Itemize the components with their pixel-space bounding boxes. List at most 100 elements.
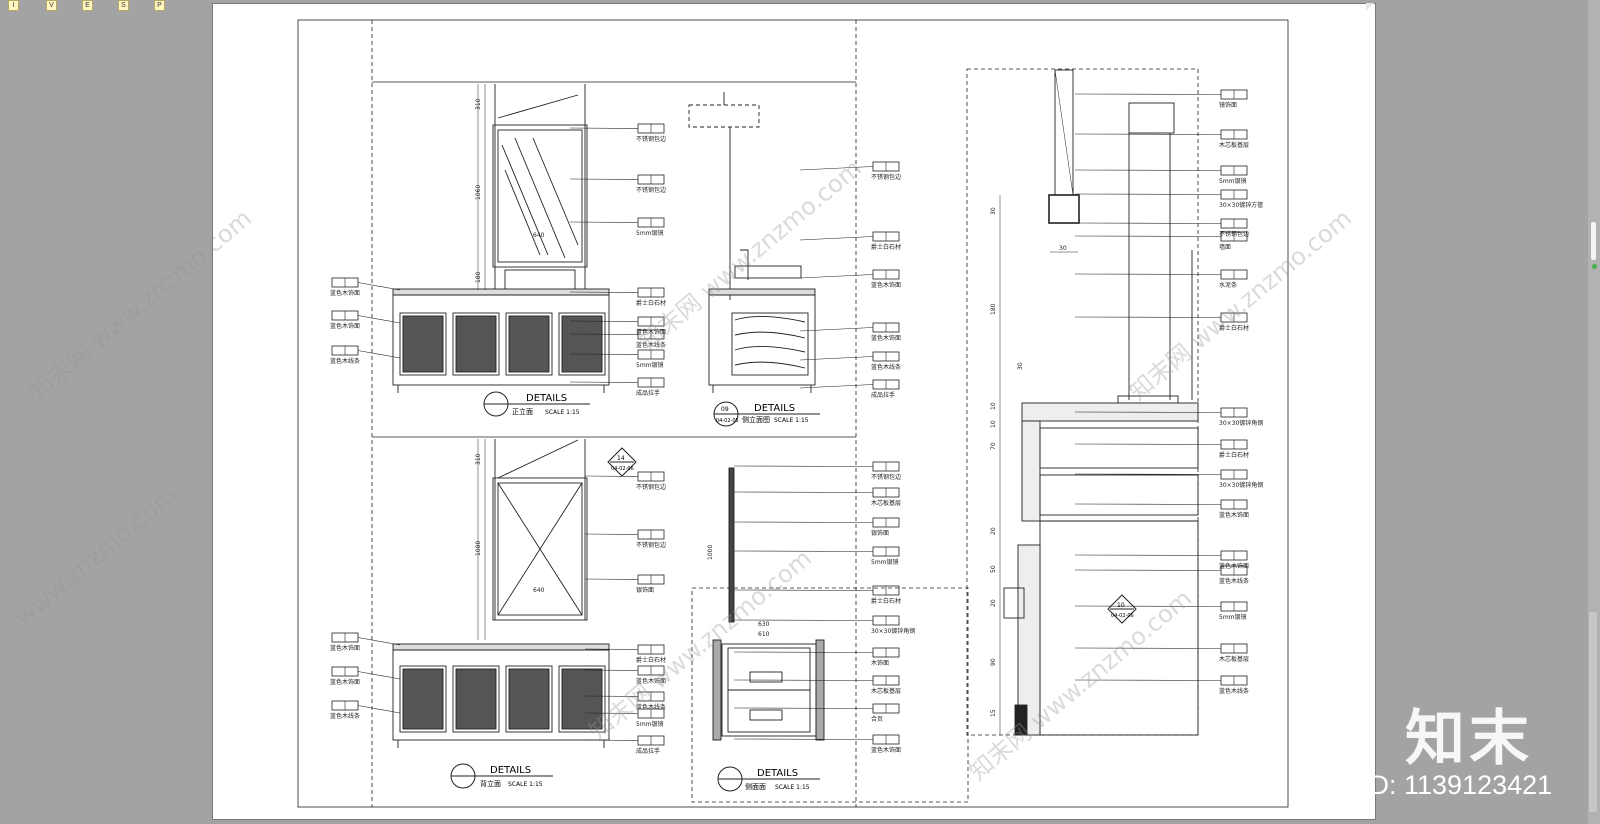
callout: 蓝色木饰面 [799,269,901,289]
toolbar-button-v[interactable]: V [46,0,57,11]
callout: 水泥条 [1074,269,1248,289]
callout-label: 蓝色木线条 [1219,687,1249,695]
callout-label: 蓝色木饰面 [330,322,360,330]
callout-label: 木芯板基层 [1219,141,1249,149]
svg-text:640: 640 [533,587,545,594]
callout: 5mm银镜 [1074,601,1248,621]
callout-label: 蓝色木饰面 [330,644,360,652]
scrollbar-thumb[interactable] [1591,222,1596,260]
svg-text:背立面: 背立面 [480,779,501,788]
callout: 5mm银镜 [584,708,665,728]
toolbar-button-i[interactable]: I [8,0,19,11]
callout-label: 不锈钢包边 [636,541,666,549]
svg-text:30: 30 [1059,245,1067,252]
callout: 蓝色木饰面 [733,734,901,754]
callout-label: 不锈钢包边 [636,186,666,194]
svg-text:30: 30 [1017,362,1024,370]
callout: 爵士白石材 [1074,312,1249,332]
callout-label: 成品拉手 [636,747,660,755]
callout-label: 蓝色木线条 [871,363,901,371]
section-mark-14: 14 04-02-06 [607,447,637,477]
svg-text:10: 10 [990,402,997,410]
callout-label: 30×30镀锌角钢 [1219,481,1263,489]
callout: 爵士白石材 [1074,439,1249,459]
callout: 蓝色木线条 [330,700,401,720]
callout-label: 爵士白石材 [636,656,666,664]
callout: 蓝色木线条 [584,691,666,711]
page-curl-corner [1366,3,1374,11]
callout-label: 蓝色木饰面 [871,281,901,289]
callout-label: 合页 [871,715,883,723]
callout: 蓝色木饰面 [799,322,901,342]
callout-label: 30×30镀锌角钢 [871,627,915,635]
callout: 不锈钢包边 [799,161,901,181]
svg-text:50: 50 [990,565,997,573]
callout-label: 蓝色木饰面 [330,289,360,297]
detail-title-front: DETAILS 正立面 SCALE 1:15 [483,391,590,417]
callout-label: 银饰面 [636,586,654,594]
callout-label: 30×30镀锌角钢 [1219,419,1263,427]
back-cabinet-doors [399,665,606,733]
svg-text:1080: 1080 [475,541,482,556]
svg-text:1000: 1000 [707,545,714,560]
front-elevation [392,84,610,393]
callout: 蓝色木线条 [1074,565,1249,585]
svg-text:10: 10 [990,420,997,428]
toolbar-button-e[interactable]: E [82,0,93,11]
svg-text:630: 630 [758,621,770,628]
callout-label: 成品拉手 [871,391,895,399]
callout-label: 蓝色木饰面 [636,677,666,685]
svg-text:20: 20 [990,599,997,607]
svg-text:90: 90 [990,658,997,666]
brand-logo: 知末 [1405,704,1533,774]
callout-label: 爵士白石材 [1219,451,1249,459]
callout-label: 成品拉手 [636,389,660,397]
callout-label: 5mm银镜 [636,720,664,728]
svg-text:DETAILS: DETAILS [526,393,567,404]
callout-label: 蓝色木线条 [636,341,666,349]
callout-label: 5mm银镜 [871,558,899,566]
callout: 蓝色木线条 [1074,675,1249,695]
svg-text:14: 14 [617,455,625,462]
callout-label: 不锈钢包边 [636,483,666,491]
callout: 蓝色木线条 [569,329,666,349]
callout-label: 蓝色木线条 [330,357,360,365]
right-detail [1003,69,1199,736]
callout: 不锈钢包边 [584,529,666,549]
svg-text:70: 70 [990,442,997,450]
svg-text:180: 180 [475,271,482,283]
callout: 爵士白石材 [584,644,666,664]
callout-label: 蓝色木饰面 [871,334,901,342]
callout: 蓝色木饰面 [1074,499,1249,519]
svg-text:640: 640 [533,232,545,239]
callout: 木芯板基层 [1074,129,1249,149]
callout: 30×30镀锌角钢 [733,615,915,635]
svg-text:侧面面: 侧面面 [745,782,766,791]
svg-text:09: 09 [721,406,729,413]
callout-label: 镜饰面 [1219,101,1237,109]
front-cabinet-doors [399,312,606,376]
callout: 木芯板基层 [1074,643,1249,663]
callout: 蓝色木饰面 [330,632,401,652]
svg-text:侧立面图: 侧立面图 [742,415,770,424]
svg-text:310: 310 [475,453,482,465]
callout: 银饰面 [733,517,900,537]
callout-label: 木芯板基层 [871,687,901,695]
svg-text:SCALE 1:15: SCALE 1:15 [775,784,810,791]
svg-text:SCALE 1:15: SCALE 1:15 [545,409,580,416]
callout: 5mm银镜 [1074,165,1248,185]
position-marker-icon [1592,264,1597,269]
toolbar-button-p[interactable]: P [154,0,165,11]
toolbar-button-s[interactable]: S [118,0,129,11]
callout-label: 30×30镀锌方管 [1219,201,1263,209]
svg-text:310: 310 [475,98,482,110]
callout-label: 蓝色木线条 [1219,577,1249,585]
svg-text:180: 180 [990,303,997,315]
drawing-frame [297,19,1289,808]
callout: 蓝色木饰面 [330,277,401,297]
callout-label: 5mm银镜 [636,361,664,369]
scrollbar-track-segment [1589,612,1597,812]
callout: 镜饰面 [1074,89,1248,109]
svg-text:04-02-05: 04-02-05 [716,418,739,424]
callout-label: 5mm银镜 [1219,613,1247,621]
